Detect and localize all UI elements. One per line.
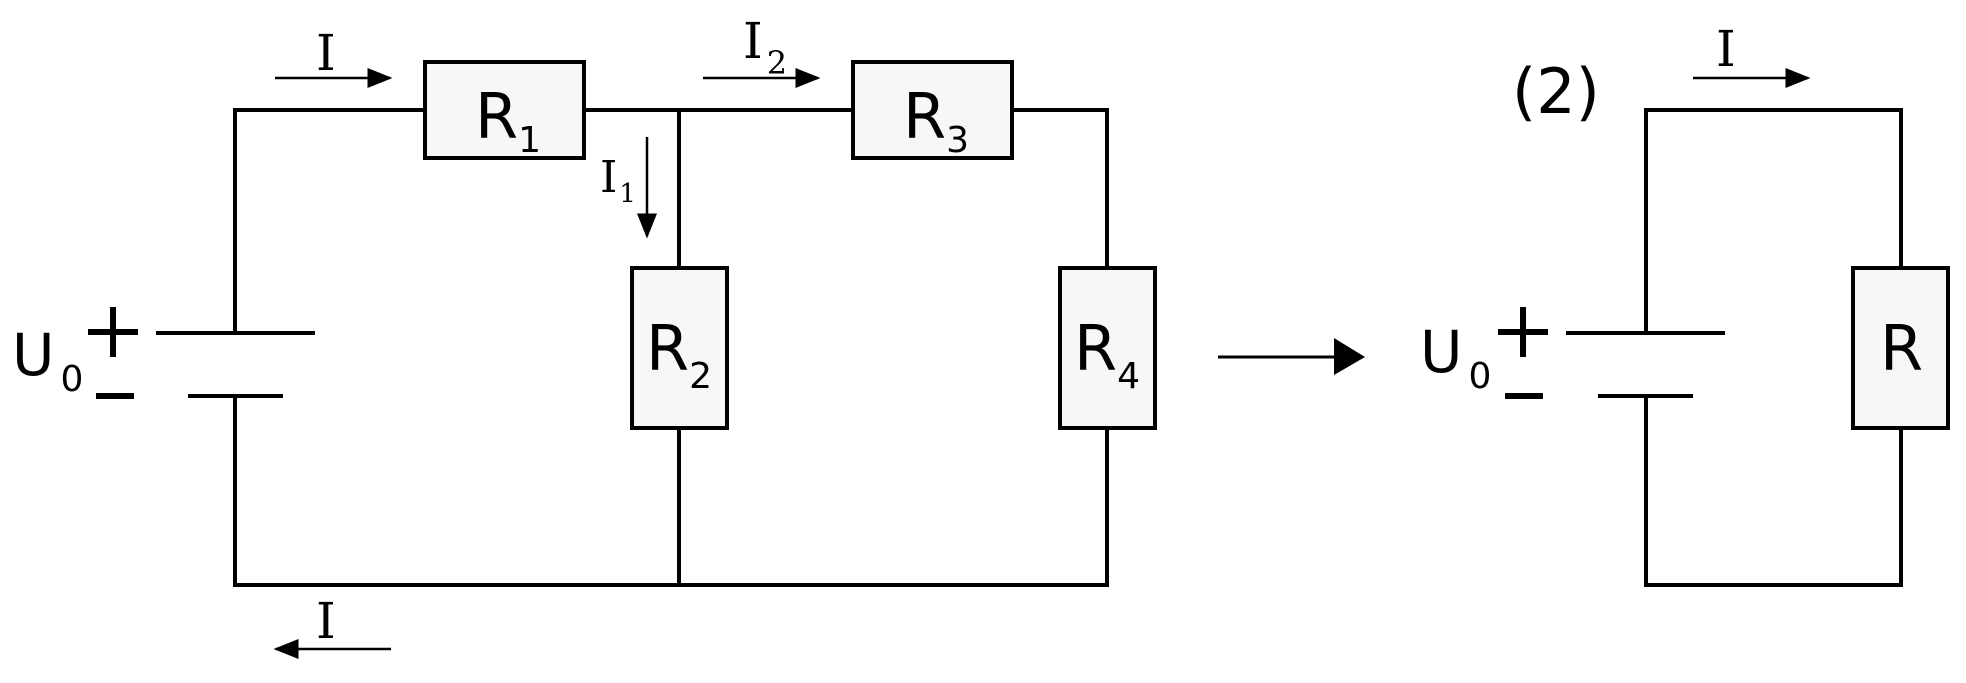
- transform-arrow: [1218, 338, 1365, 375]
- resistor-r4-label: R4: [1074, 312, 1140, 397]
- current-top: I: [275, 24, 393, 88]
- current-right-label: I: [1716, 20, 1736, 78]
- resistor-r4: R4: [1058, 266, 1157, 430]
- current-bottom-label: I: [316, 592, 336, 650]
- right-wires: [1644, 108, 1903, 587]
- resistor-r3-label: R3: [903, 80, 969, 161]
- resistor-r-label: R: [1880, 312, 1923, 385]
- resistor-r2: R2: [630, 266, 729, 430]
- resistor-r1-label: R1: [475, 80, 541, 161]
- circuit-number-label: (2): [1512, 55, 1600, 128]
- resistor-r: R: [1851, 266, 1950, 430]
- resistor-r2-label: R2: [646, 312, 712, 397]
- current-i1-label: I1: [600, 152, 636, 209]
- current-right: I: [1693, 20, 1811, 88]
- current-i1: I1: [600, 137, 657, 239]
- resistor-r3: R3: [851, 60, 1014, 161]
- current-bottom: I: [273, 592, 391, 659]
- current-top-label: I: [316, 24, 336, 82]
- resistor-r1: R1: [423, 60, 586, 161]
- left-wires: [233, 108, 1109, 587]
